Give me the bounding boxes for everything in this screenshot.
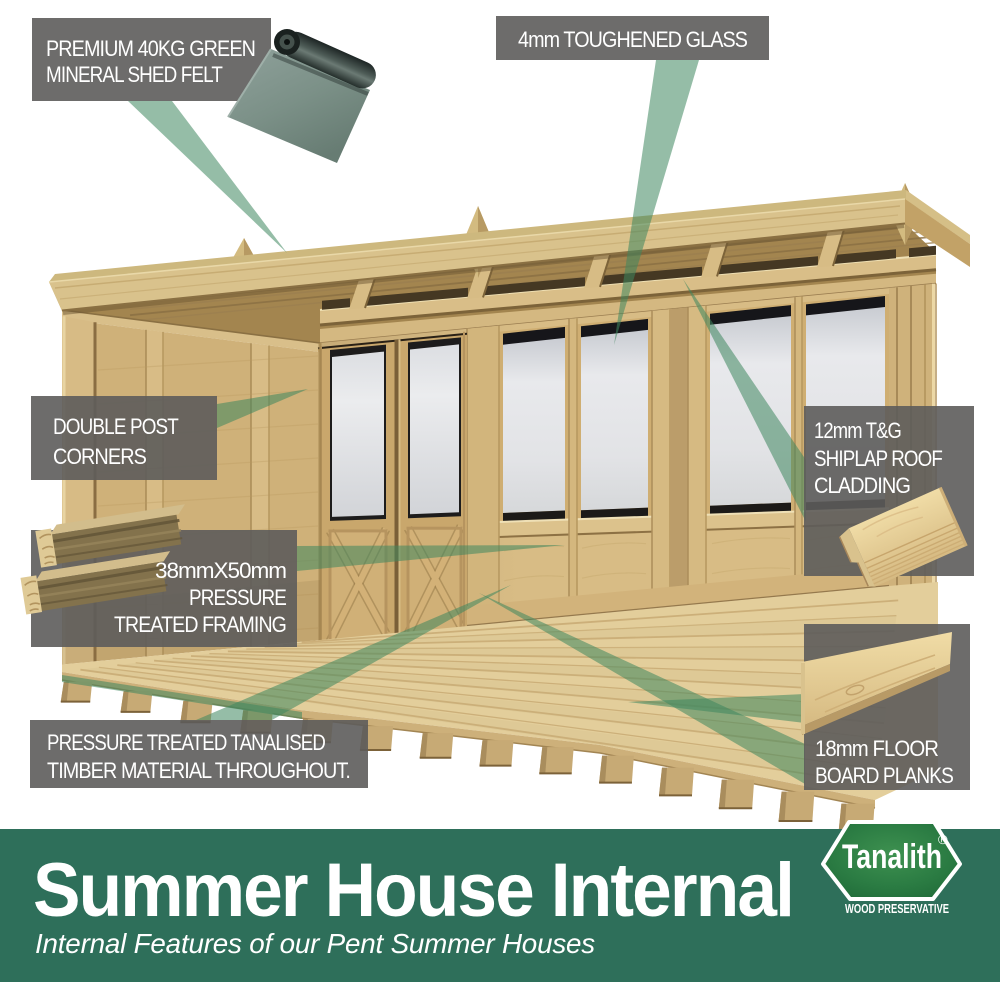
svg-text:Internal Features of our Pent: Internal Features of our Pent Summer Hou…	[35, 928, 595, 959]
svg-text:4mm TOUGHENED GLASS: 4mm TOUGHENED GLASS	[518, 27, 747, 52]
svg-text:Tanalith: Tanalith	[842, 838, 942, 876]
svg-text:PRESSURE: PRESSURE	[189, 585, 286, 610]
svg-text:MINERAL SHED FELT: MINERAL SHED FELT	[46, 62, 222, 87]
svg-text:CLADDING: CLADDING	[814, 473, 910, 498]
svg-text:38mmX50mm: 38mmX50mm	[155, 558, 286, 583]
svg-text:WOOD PRESERVATIVE: WOOD PRESERVATIVE	[845, 901, 949, 916]
svg-text:DOUBLE POST: DOUBLE POST	[53, 414, 178, 439]
svg-text:Summer House Internal: Summer House Internal	[33, 848, 793, 933]
svg-text:CORNERS: CORNERS	[53, 444, 146, 469]
svg-text:TIMBER MATERIAL THROUGHOUT.: TIMBER MATERIAL THROUGHOUT.	[47, 758, 350, 783]
svg-text:BOARD PLANKS: BOARD PLANKS	[815, 763, 953, 788]
svg-text:18mm FLOOR: 18mm FLOOR	[815, 736, 938, 761]
svg-text:TREATED FRAMING: TREATED FRAMING	[114, 612, 286, 637]
svg-text:PRESSURE TREATED TANALISED: PRESSURE TREATED TANALISED	[47, 730, 325, 755]
svg-text:®: ®	[938, 832, 948, 847]
svg-text:SHIPLAP ROOF: SHIPLAP ROOF	[814, 446, 942, 471]
svg-text:12mm T&G: 12mm T&G	[814, 418, 901, 443]
svg-text:PREMIUM 40KG GREEN: PREMIUM 40KG GREEN	[46, 36, 255, 61]
